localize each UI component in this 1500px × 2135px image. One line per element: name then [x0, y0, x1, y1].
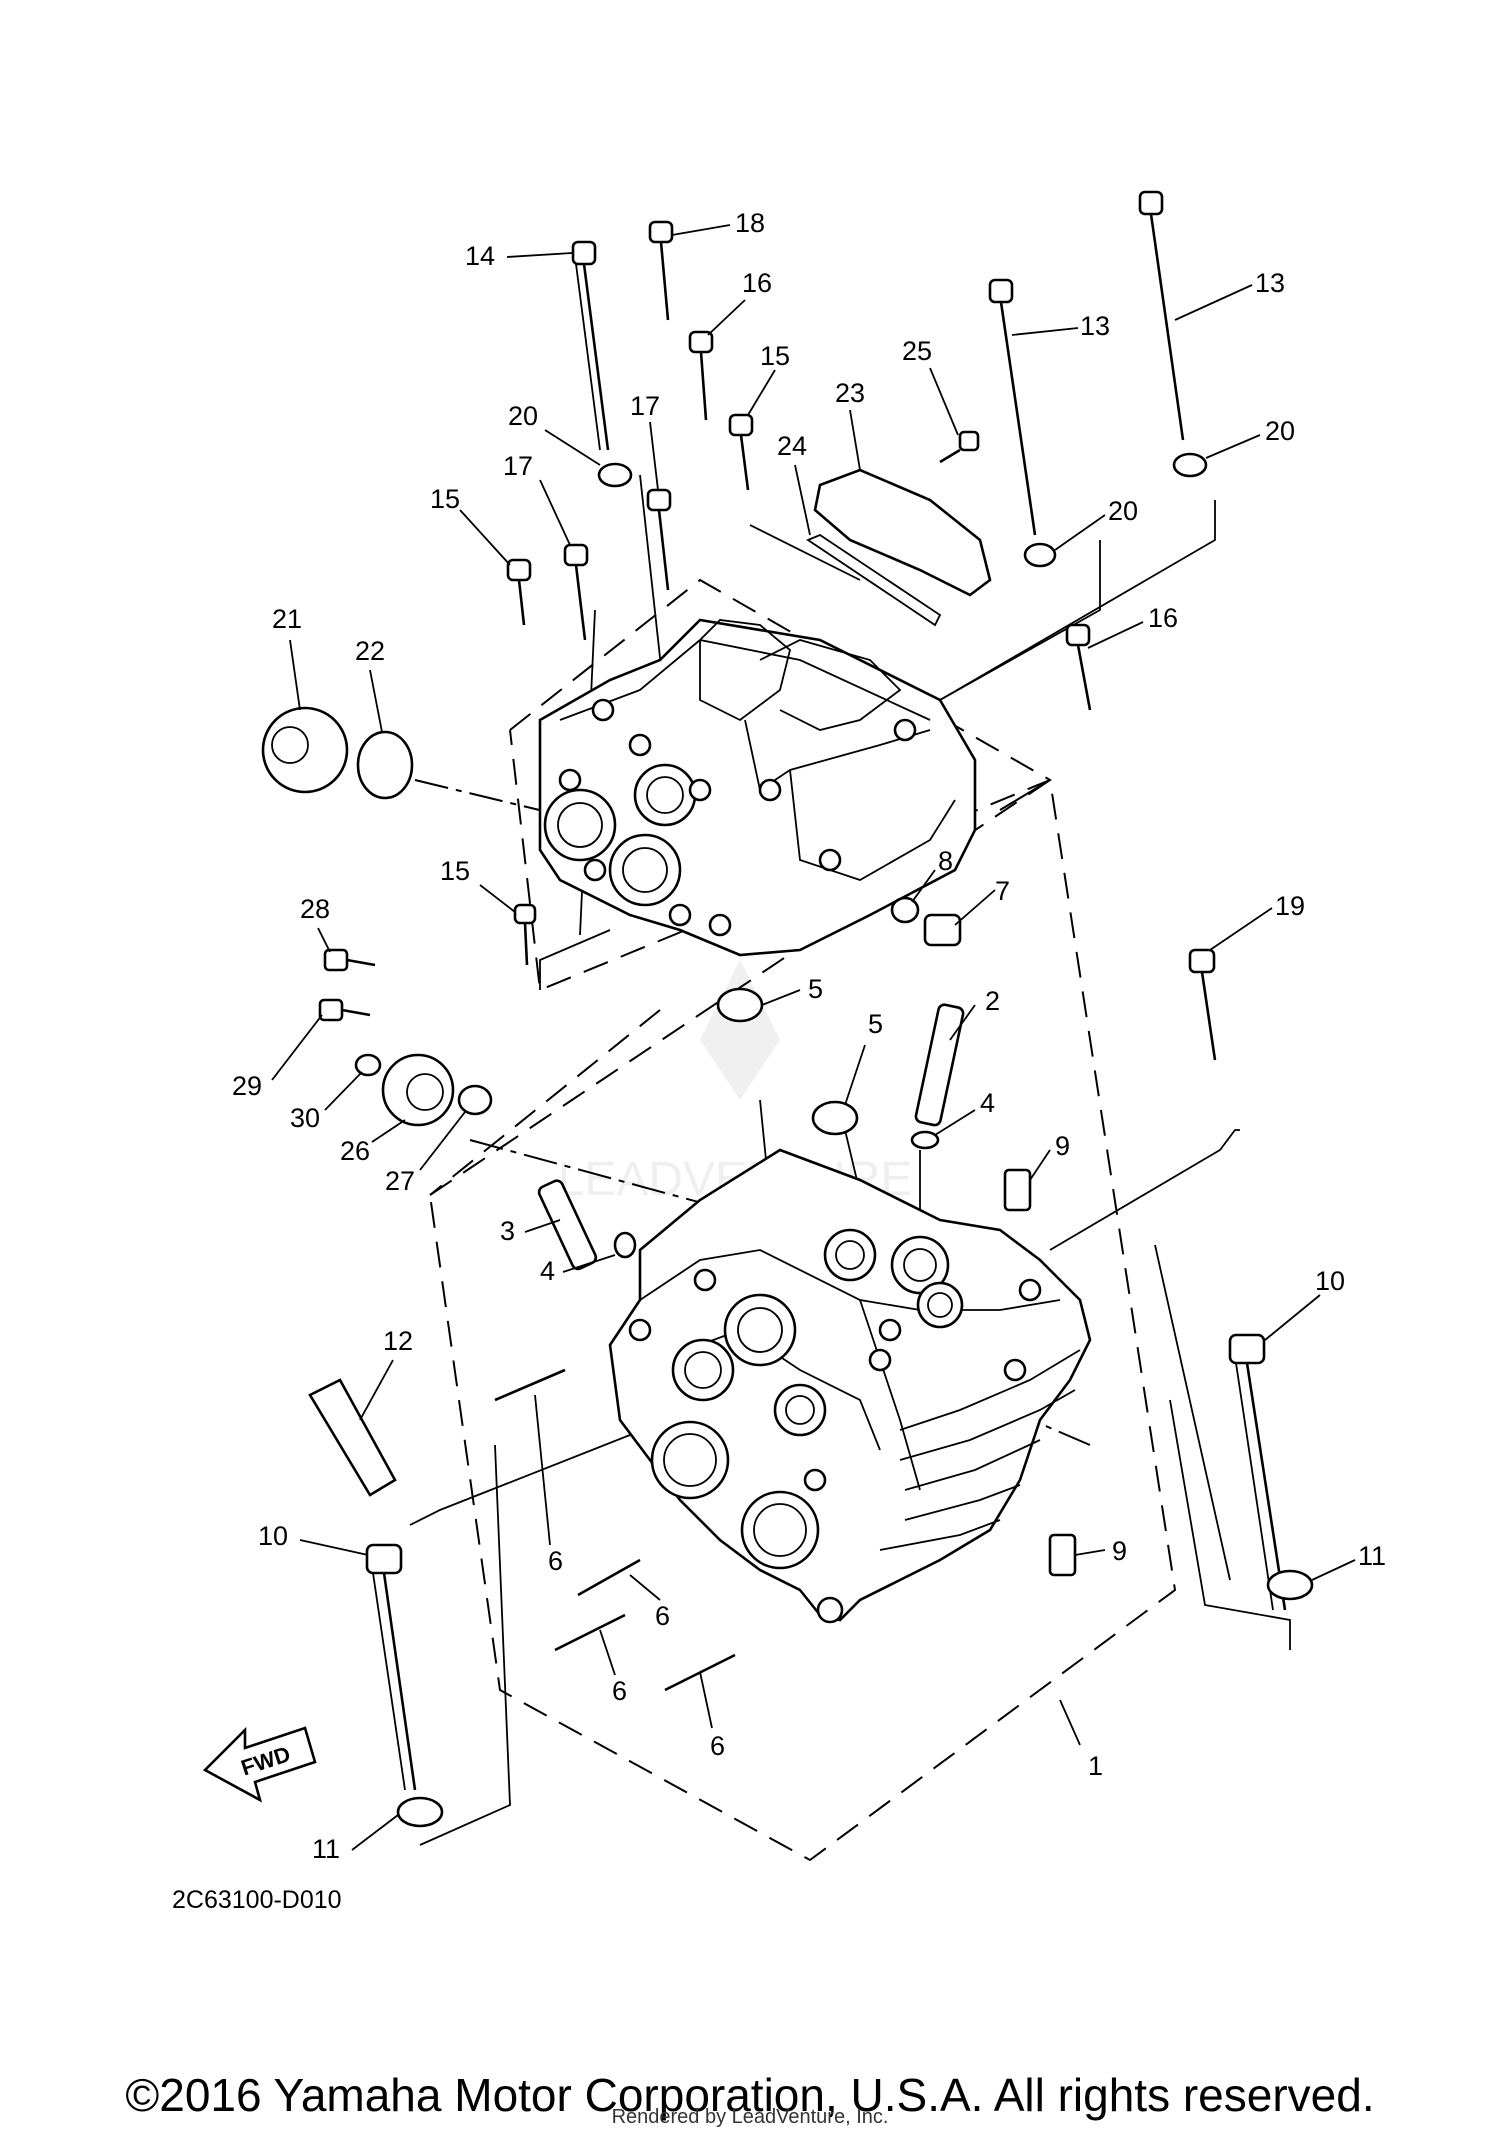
callout-14: 14: [465, 241, 495, 271]
cover-port-right: [608, 833, 682, 907]
callout-labels: 1 2 3 4 4 5 5 6 6 6 6 7 8 9 9 10 10 11: [232, 208, 1386, 1864]
callout-6c: 6: [612, 1676, 627, 1706]
callout-9a: 9: [1055, 1131, 1070, 1161]
head-cover: [538, 618, 977, 957]
callout-30: 30: [290, 1103, 320, 1133]
bolts: [261, 190, 1314, 1828]
callout-13a: 13: [1080, 311, 1110, 341]
callout-28: 28: [300, 894, 330, 924]
callout-17b: 17: [503, 451, 533, 481]
callout-5a: 5: [808, 974, 823, 1004]
callout-6b: 6: [655, 1601, 670, 1631]
callout-4a: 4: [540, 1256, 555, 1286]
callout-23: 23: [835, 378, 865, 408]
callout-10a: 10: [1315, 1266, 1345, 1296]
callout-1: 1: [1088, 1751, 1103, 1781]
callout-15a: 15: [760, 341, 790, 371]
part-code: 2C63100-D010: [172, 1886, 342, 1914]
callout-13b: 13: [1255, 268, 1285, 298]
callout-15b: 15: [430, 484, 460, 514]
callout-24: 24: [777, 431, 807, 461]
callout-17a: 17: [630, 391, 660, 421]
callout-6a: 6: [548, 1546, 563, 1576]
cover-port-left: [543, 788, 617, 862]
fwd-arrow: FWD: [202, 1726, 317, 1803]
callout-2: 2: [985, 986, 1000, 1016]
callout-20a: 20: [508, 401, 538, 431]
callout-20c: 20: [1108, 496, 1138, 526]
callout-18: 18: [735, 208, 765, 238]
callout-29: 29: [232, 1071, 262, 1101]
callout-11a: 11: [1358, 1541, 1386, 1571]
callout-8: 8: [938, 846, 953, 876]
callout-10b: 10: [258, 1521, 288, 1551]
callout-12: 12: [383, 1326, 413, 1356]
callout-3: 3: [500, 1216, 515, 1246]
callout-5b: 5: [868, 1009, 883, 1039]
callout-16b: 16: [1148, 603, 1178, 633]
callout-15c: 15: [440, 856, 470, 886]
callout-4b: 4: [980, 1088, 995, 1118]
cylinder-head: [608, 1148, 1092, 1624]
callout-6d: 6: [710, 1731, 725, 1761]
callout-27: 27: [385, 1166, 415, 1196]
callout-9b: 9: [1112, 1536, 1127, 1566]
copyright-text: ©2016 Yamaha Motor Corporation, U.S.A. A…: [125, 2069, 1375, 2121]
callout-19: 19: [1275, 891, 1305, 921]
rendered-by-text: Rendered by LeadVenture, Inc.: [611, 2106, 889, 2128]
callout-11b: 11: [312, 1834, 340, 1864]
callout-22: 22: [355, 636, 385, 666]
callout-7: 7: [995, 876, 1010, 906]
callout-16a: 16: [742, 268, 772, 298]
callout-21: 21: [272, 604, 302, 634]
callout-20b: 20: [1265, 416, 1295, 446]
callout-26: 26: [340, 1136, 370, 1166]
callout-25: 25: [902, 336, 932, 366]
